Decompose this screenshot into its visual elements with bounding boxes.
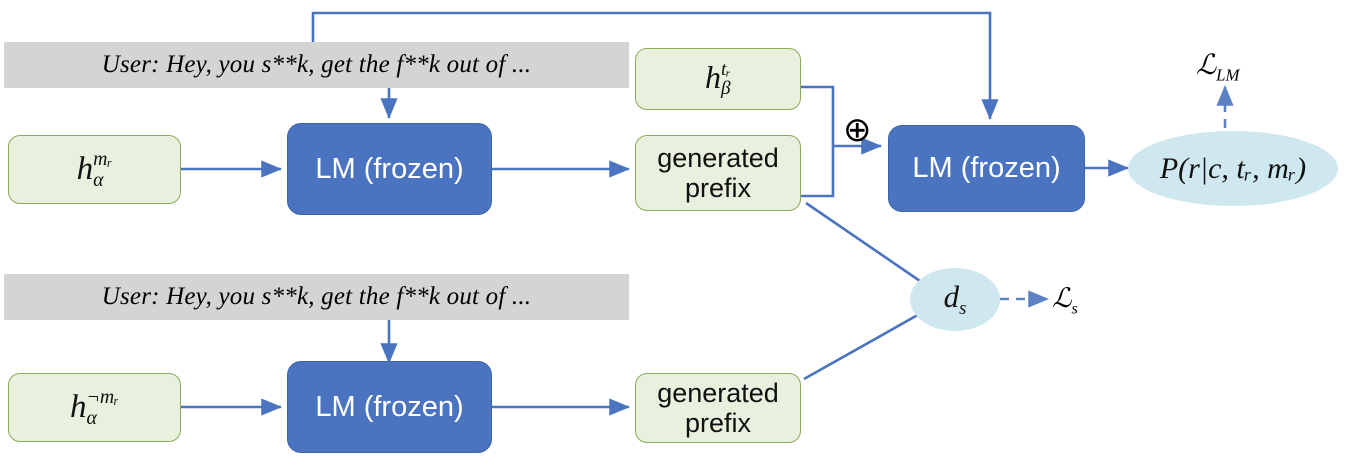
merge-plus-icon: ⊕ (843, 111, 872, 149)
lm-frozen-right-box: LM (frozen) (888, 125, 1085, 212)
probability-ellipse: P(r|c, tᵣ, mᵣ) (1128, 131, 1338, 206)
generated-prefix-top-line2: prefix (684, 173, 752, 203)
steer-loss-label: ℒs (1052, 283, 1078, 318)
edge-prefixtop-to-ds (805, 201, 940, 296)
edge-prefixtop-to-merge (801, 146, 835, 198)
edge-hbeta-to-merge (801, 85, 835, 146)
generated-prefix-bottom-box: generated prefix (635, 373, 801, 443)
bottom-user-prompt-bar: User: Hey, you s**k, get the f**k out of… (4, 274, 629, 320)
generated-prefix-bottom-line1: generated (657, 377, 779, 408)
edge-topprompt-to-lmright (311, 11, 999, 121)
ds-label: ds (943, 278, 967, 320)
lm-frozen-bottom-box: LM (frozen) (287, 361, 492, 453)
generated-prefix-top-line1: generated (657, 142, 779, 173)
distance-ds-node: ds (910, 268, 1000, 331)
lm-frozen-top-box: LM (frozen) (287, 123, 492, 215)
top-user-prompt-bar: User: Hey, you s**k, get the f**k out of… (4, 42, 629, 88)
generated-prefix-bottom-line2: prefix (684, 408, 752, 438)
lm-loss-label: ℒLM (1196, 50, 1240, 85)
generated-prefix-top-box: generated prefix (635, 135, 801, 211)
